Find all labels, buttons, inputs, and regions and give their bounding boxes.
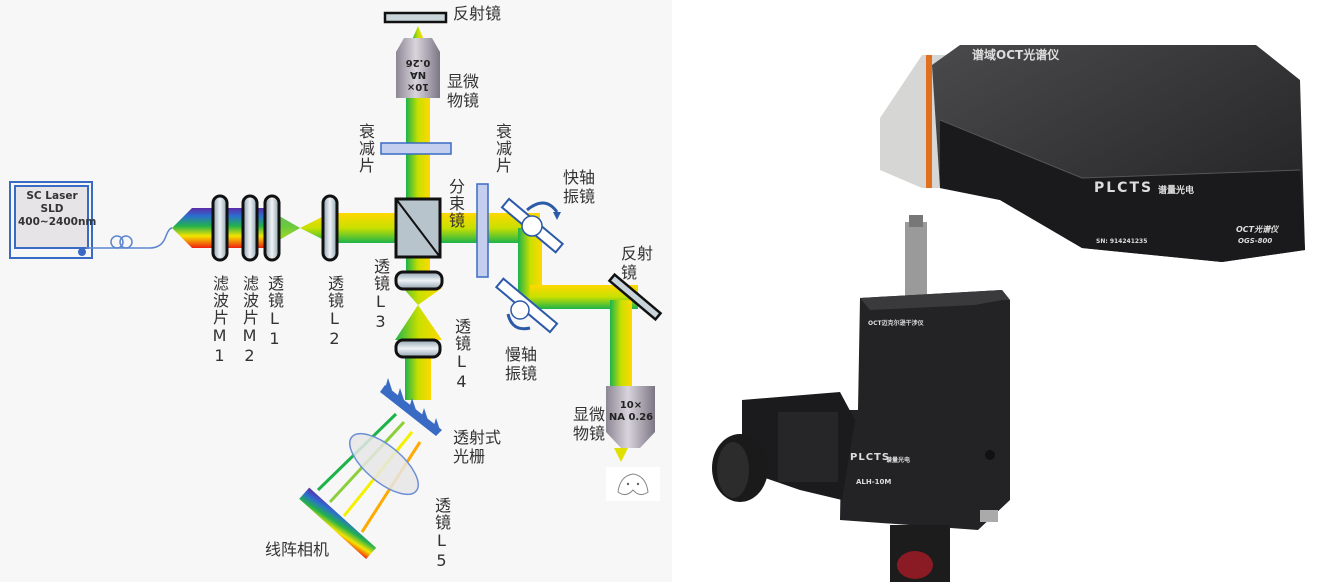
sample-objective-marking: 10× NA 0.26 (608, 400, 654, 423)
label-attenuator-reference: 衰减片 (356, 123, 375, 174)
lens-l1 (263, 194, 281, 262)
attenuator-reference (380, 142, 452, 155)
interferometer-top-label: OCT迈克尔逊干涉仪 (868, 320, 924, 327)
lens-l5 (349, 432, 419, 496)
transmission-grating (380, 378, 442, 436)
label-attenuator-sample: 衰减片 (493, 123, 512, 174)
label-filter-m2: 滤波片M2 (240, 275, 259, 366)
sample-mirror (607, 272, 663, 322)
label-fast-galvo: 快轴 振镜 (563, 168, 596, 206)
reference-mirror (383, 11, 448, 24)
attenuator-sample (476, 183, 489, 278)
filter-m2 (241, 194, 259, 262)
fast-galvo-mirror (500, 197, 565, 254)
beam-splitter (394, 197, 442, 259)
laser-source-box (9, 181, 93, 259)
label-lens-l3: 透镜L3 (371, 258, 390, 332)
label-objective-reference: 显微 物镜 (447, 72, 480, 110)
label-objective-sample: 显微 物镜 (573, 405, 606, 443)
label-lens-l5: 透镜L5 (432, 497, 451, 571)
line-camera (299, 487, 377, 560)
spectrometer-brand-cn: 谱量光电 (1158, 186, 1195, 196)
spectrometer-product: OCT光谱仪 (1236, 225, 1279, 234)
filter-m1 (211, 194, 229, 262)
reference-objective (396, 38, 440, 98)
sample-beam-to-objective (610, 300, 632, 388)
lens-l4 (394, 338, 442, 359)
label-lens-l2: 透镜L2 (325, 275, 344, 349)
label-filter-m1: 滤波片M1 (210, 275, 229, 366)
detection-focus (395, 288, 442, 340)
label-grating: 透射式 光栅 (453, 428, 502, 466)
spectrometer-model: OGS-800 (1238, 237, 1273, 245)
spectrometer-serial: SN: 914241235 (1096, 238, 1148, 245)
interferometer-brand: PLCTS (850, 452, 891, 463)
lens-l2 (321, 194, 339, 262)
spectrometer-photo (880, 45, 1305, 262)
label-lens-l4: 透镜L4 (452, 318, 471, 392)
sample-objective (606, 386, 655, 448)
label-beam-splitter: 分束镜 (446, 178, 465, 229)
laser-source-label: SC Laser SLD 400~2400nm (18, 190, 97, 228)
interferometer-photo (712, 215, 1010, 582)
spectrometer-brand: PLCTS (1094, 180, 1154, 196)
label-slow-galvo: 慢轴 振镜 (505, 345, 538, 383)
interferometer-brand-cn: 谱量光电 (886, 457, 911, 464)
label-lens-l1: 透镜L1 (265, 275, 284, 349)
lens-l3 (394, 270, 444, 291)
spectrometer-top-label: 谱域OCT光谱仪 (972, 48, 1060, 62)
slow-galvo-mirror (494, 277, 559, 334)
detection-beam-lower (405, 355, 431, 400)
eye-sample-icon (606, 467, 660, 501)
label-line-camera: 线阵相机 (265, 540, 330, 559)
label-mirror-sample: 反射 镜 (621, 244, 654, 282)
optical-fiber (86, 227, 173, 249)
interferometer-model: ALH-10M (856, 478, 892, 486)
label-mirror-reference: 反射镜 (453, 4, 502, 23)
reference-objective-marking: 10× NA 0.26 (405, 57, 431, 92)
sample-focus (614, 448, 628, 462)
reference-focus (412, 26, 424, 40)
